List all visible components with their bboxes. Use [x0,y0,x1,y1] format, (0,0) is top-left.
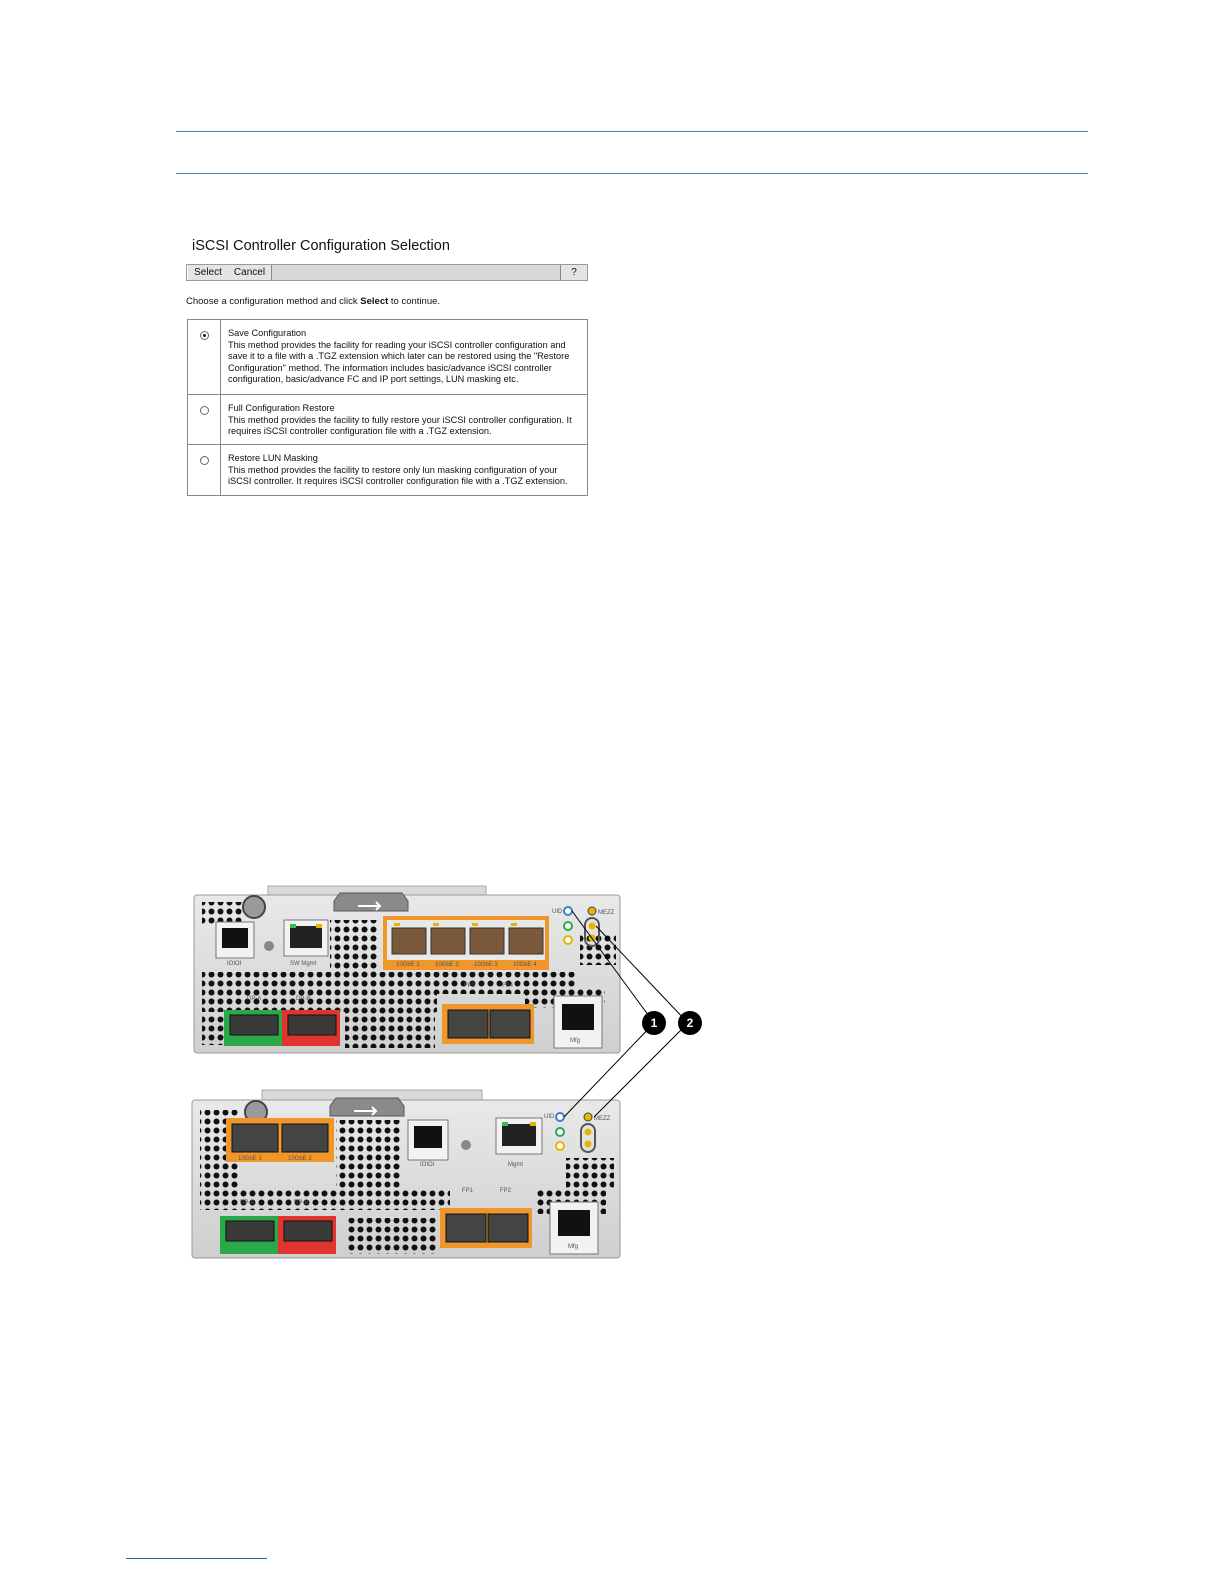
bottom-uid-label: UID [544,1114,555,1120]
top-mezz-label: MEZZ [598,910,615,916]
cancel-button[interactable]: Cancel [228,265,272,280]
bottom-10gbe-2-label: 10GbE 2 [288,1156,312,1162]
top-mgmt-label: Mfg [570,1038,580,1044]
top-sw-mgmt-label: SW Mgmt [290,961,317,967]
radio-full-configuration-restore[interactable] [200,406,209,415]
top-10gbe-2-label: 10GbE 2 [435,962,459,968]
footer-rule [126,1558,267,1559]
top-10gbe-1-label: 10GbE 1 [396,962,420,968]
controller-hardware-figure: IOIOI SW Mgmt 10GbE 1 10GbE 2 10GbE 3 10… [180,880,740,1275]
option-description: This method provides the facility to ful… [228,414,572,437]
bottom-10gbe-1-label: 10GbE 1 [238,1156,262,1162]
option-row-save: Save Configuration This method provides … [187,319,588,395]
callout-1: 1 [642,1011,666,1035]
instruction-text: Choose a configuration method and click … [186,296,441,307]
page-title: iSCSI Controller Configuration Selection [192,238,450,254]
callout-leaders [563,910,689,1118]
top-uid-label: UID [552,909,563,915]
hardware-illustration: IOIOI SW Mgmt 10GbE 1 10GbE 2 10GbE 3 10… [191,885,689,1259]
callout-2: 2 [678,1011,702,1035]
bottom-fp1-label: FP1 [462,1188,474,1194]
top-dp-b-label: DP-B [296,996,310,1002]
top-ioioi-label: IOIOI [227,961,242,967]
options-table: Save Configuration This method provides … [187,319,588,496]
top-fp4-label: FP4 [502,983,514,989]
help-button[interactable]: ? [560,265,587,280]
select-button[interactable]: Select [187,265,229,280]
bottom-mezz-label: MEZZ [594,1116,611,1122]
top-dp-a-label: DP-A [247,996,261,1002]
top-10gbe-3-label: 10GbE 3 [474,962,498,968]
radio-save-configuration[interactable] [200,331,209,340]
bottom-ioioi-label: IOIOI [420,1162,435,1168]
instruction-select-word: Select [360,296,389,307]
option-name: Save Configuration [228,328,307,338]
option-row-full-restore: Full Configuration Restore This method p… [187,394,588,445]
option-name: Full Configuration Restore [228,403,335,413]
bottom-mfg-label: Mfg [568,1244,578,1250]
top-10gbe-4-label: 10GbE 4 [513,962,537,968]
radio-restore-lun-masking[interactable] [200,456,209,465]
header-rule-bottom [176,173,1088,174]
bottom-fp2-label: FP2 [500,1188,512,1194]
toolbar: Select Cancel ? [186,264,588,281]
bottom-mgmt-label: Mgmt [508,1162,523,1168]
config-selection-panel: iSCSI Controller Configuration Selection… [186,232,590,498]
top-fp3-label: FP3 [464,983,476,989]
option-description: This method provides the facility to res… [228,464,568,487]
header-rule-top [176,131,1088,132]
option-row-lun-masking: Restore LUN Masking This method provides… [187,444,588,496]
bottom-controller-module: 10GbE 1 10GbE 2 IOIOI Mgmt UID MEZZ DP-A [191,1089,621,1259]
bottom-dp-b-label: DP-B [294,1200,308,1206]
bottom-dp-a-label: DP-A [240,1200,254,1206]
top-controller-module: IOIOI SW Mgmt 10GbE 1 10GbE 2 10GbE 3 10… [193,885,621,1054]
option-description: This method provides the facility for re… [228,339,570,385]
option-name: Restore LUN Masking [228,453,318,463]
